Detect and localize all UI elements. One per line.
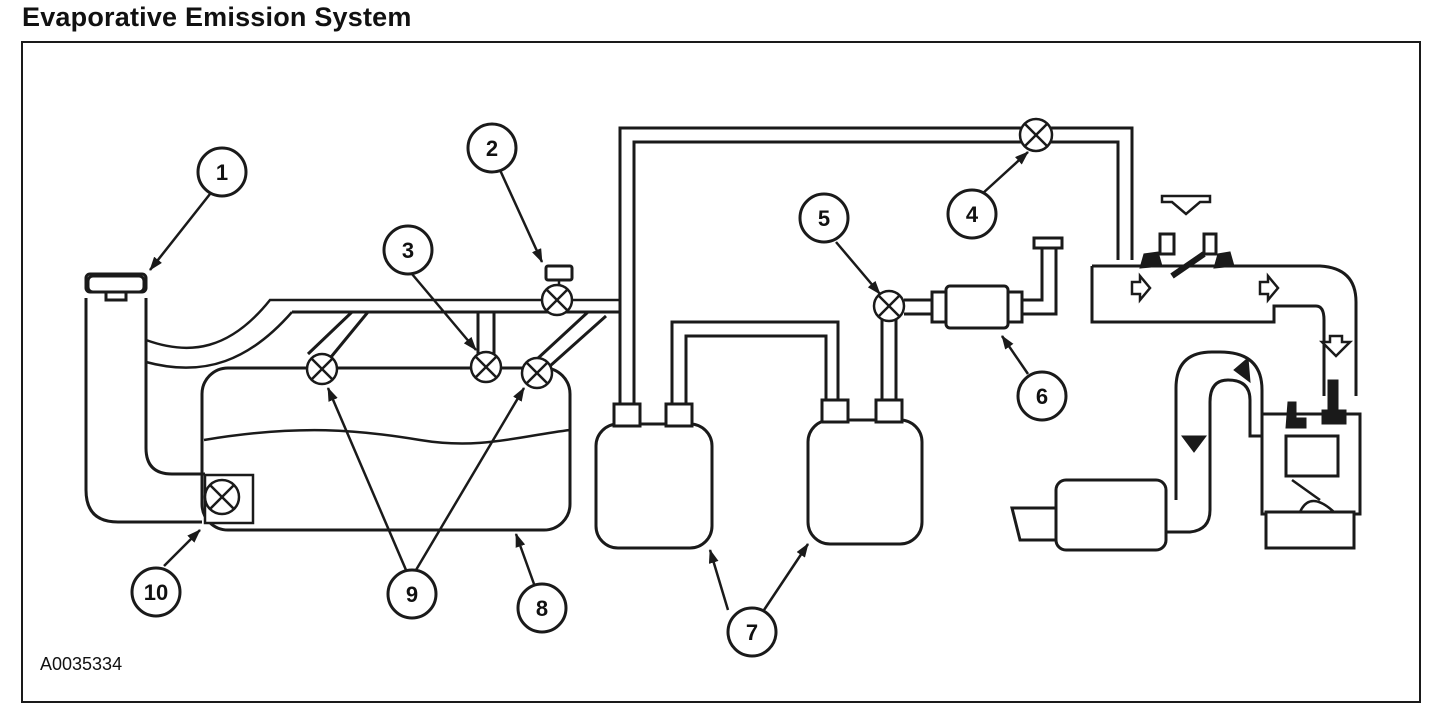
callout-9: 9	[386, 568, 438, 620]
vent-filter	[904, 236, 1064, 330]
fuel-tank-pressure-sensor	[540, 264, 574, 317]
rollover-valve-9a	[305, 352, 339, 386]
rollover-valve-3	[469, 350, 503, 384]
exhaust-system	[1010, 350, 1264, 552]
callout-3: 3	[382, 224, 434, 276]
callout-5: 5	[798, 192, 850, 244]
vent-lines	[292, 300, 622, 369]
callout-leaders	[149, 151, 1030, 611]
callout-2: 2	[466, 122, 518, 174]
rollover-valve-9b	[520, 356, 554, 390]
svg-text:3: 3	[402, 238, 414, 263]
evap-canister-left	[594, 402, 714, 550]
evap-canister-right	[806, 398, 924, 546]
callout-4: 4	[946, 188, 998, 240]
svg-text:4: 4	[966, 202, 979, 227]
svg-text:10: 10	[144, 580, 168, 605]
callout-10: 10	[130, 566, 182, 618]
figure-id: A0035334	[40, 654, 122, 674]
page-title: Evaporative Emission System	[22, 2, 412, 32]
diagram-frame	[21, 41, 1421, 703]
callout-6: 6	[1016, 370, 1068, 422]
callout-1: 1	[196, 146, 248, 198]
svg-text:1: 1	[216, 160, 228, 185]
fuel-filler-cap	[86, 274, 146, 294]
svg-text:5: 5	[818, 206, 830, 231]
vapor-line-to-engine	[618, 126, 1134, 404]
svg-text:9: 9	[406, 582, 418, 607]
svg-text:2: 2	[486, 136, 498, 161]
engine	[1260, 379, 1362, 550]
intake-throttle-body	[1090, 194, 1358, 396]
callout-8: 8	[516, 582, 568, 634]
fuel-tank	[200, 366, 572, 532]
canister-interconnect	[670, 320, 840, 404]
svg-text:6: 6	[1036, 384, 1048, 409]
callout-7: 7	[726, 606, 778, 658]
purge-valve-4	[1018, 117, 1054, 153]
svg-text:7: 7	[746, 620, 758, 645]
canister-vent-line	[880, 318, 898, 400]
vent-valve-5	[872, 289, 906, 323]
svg-text:8: 8	[536, 596, 548, 621]
